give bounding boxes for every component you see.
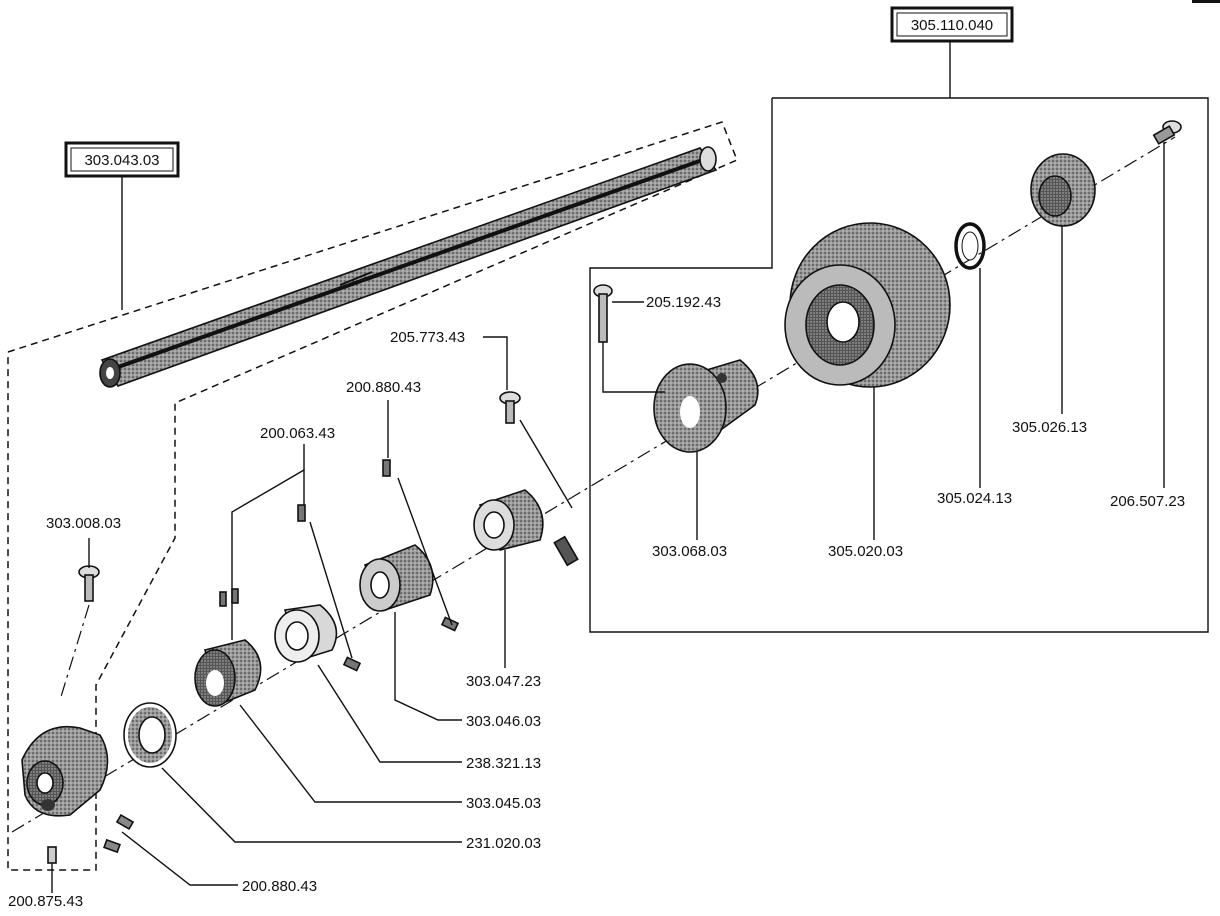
label-303-046-03: 303.046.03 (466, 713, 541, 730)
label-231-020-03: 231.020.03 (466, 835, 541, 852)
label-200-880-43-upper: 200.880.43 (346, 379, 421, 396)
group-box-303043: 303.043.03 (64, 141, 180, 178)
pin-part (47, 846, 57, 864)
setscrew-pair-part (103, 813, 135, 854)
drive-hub-part (21, 726, 109, 817)
collar-238321-part (274, 504, 362, 672)
gear-303046-part (359, 459, 460, 632)
ring-305024-part (954, 222, 986, 270)
label-303-008-03: 303.008.03 (46, 515, 121, 532)
group-label-shaft: 303.043.03 (84, 152, 159, 169)
label-303-045-03: 303.045.03 (466, 795, 541, 812)
flange-305020-part (784, 222, 951, 388)
cap-305026-part (1030, 153, 1096, 227)
label-205-192-43: 205.192.43 (646, 294, 721, 311)
label-200-875-43: 200.875.43 (8, 893, 83, 910)
corner-mark (1192, 0, 1220, 3)
label-303-047-23: 303.047.23 (466, 673, 541, 690)
bearing-part (123, 702, 177, 768)
group-label-flange: 305.110.040 (911, 17, 993, 34)
label-238-321-13: 238.321.13 (466, 755, 541, 772)
shaft-group-outline (7, 121, 738, 871)
label-200-880-43-lower: 200.880.43 (242, 878, 317, 895)
label-205-773-43: 205.773.43 (390, 329, 465, 346)
label-200-063-43: 200.063.43 (260, 425, 335, 442)
assembly-axis (11, 136, 1176, 833)
collar-303045-part (194, 588, 262, 707)
label-305-026-13: 305.026.13 (1012, 419, 1087, 436)
screw-303008-part (59, 565, 100, 701)
flange-group-outline (589, 97, 1209, 633)
label-305-024-13: 305.024.13 (937, 490, 1012, 507)
gear-303047-part (473, 391, 579, 567)
label-303-068-03: 303.068.03 (652, 543, 727, 560)
part-labels: 205.192.43 205.773.43 200.880.43 200.063… (8, 294, 1185, 910)
label-305-020-03: 305.020.03 (828, 543, 903, 560)
hub-303068-part (593, 284, 759, 453)
screw-206507-part (1152, 120, 1182, 145)
group-box-305110: 305.110.040 (890, 6, 1014, 43)
leader-lines (51, 40, 1165, 893)
shaft-part (99, 146, 718, 388)
label-206-507-23: 206.507.23 (1110, 493, 1185, 510)
